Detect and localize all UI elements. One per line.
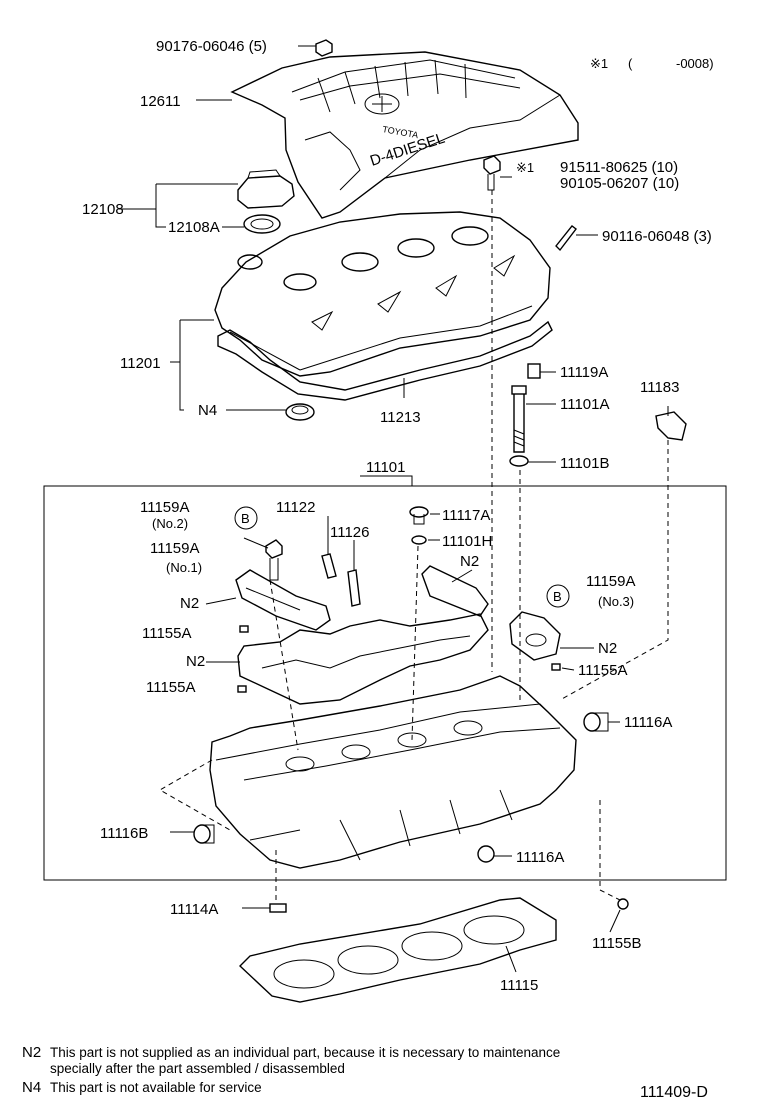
bolt-no1 (265, 539, 283, 581)
cylinder-head-cover (214, 211, 551, 377)
svg-text:B: B (553, 589, 562, 604)
hollow-pin-11126 (347, 569, 361, 607)
label-11159a-no2: 11159A (140, 499, 190, 516)
oil-filler-gasket (243, 214, 281, 234)
label-n2-top: N2 (460, 553, 479, 570)
label-n2-right: N2 (598, 640, 617, 657)
marker-b-left: B (234, 506, 258, 530)
note-n4-line1: This part is not available for service (50, 1080, 262, 1095)
label-11159a-no1: 11159A (150, 540, 200, 557)
bearing-cap-no1 (235, 569, 331, 631)
label-no1: (No.1) (166, 560, 202, 575)
label-12108: 12108 (82, 201, 124, 218)
label-11159a-no3: 11159A (586, 573, 636, 590)
assembly-frame (43, 485, 727, 881)
hollow-pin-11122 (321, 553, 337, 579)
plug-11116a-right (583, 712, 609, 732)
label-n2-left-1: N2 (180, 595, 199, 612)
label-11114a: 11114A (170, 901, 218, 918)
head-cover-gasket (217, 320, 553, 401)
label-11122: 11122 (276, 499, 316, 516)
label-n2-left-2: N2 (186, 653, 205, 670)
plug-11116b (193, 824, 215, 844)
label-11116b: 11116B (100, 825, 148, 842)
label-11119a: 11119A (560, 364, 608, 381)
label-12611: 12611 (140, 93, 181, 110)
label-11101b: 11101B (560, 455, 610, 472)
note-code-n2: N2 (22, 1044, 42, 1061)
header-note-range: -0008) (676, 56, 714, 71)
head-bolt-11101a (511, 385, 527, 453)
plug-seal (285, 403, 315, 421)
label-no3: (No.3) (598, 594, 634, 609)
pin-11155b (617, 898, 629, 910)
note-n2-line1: This part is not supplied as an individu… (50, 1045, 561, 1060)
engine-top-cover: TOYOTA D-4DIESEL (230, 51, 579, 219)
leader-lines (118, 45, 669, 973)
note-code-n4: N4 (22, 1079, 42, 1096)
label-90116-06048: 90116-06048 (3) (602, 228, 712, 245)
header-note-mark: ※1 (590, 56, 608, 71)
label-11183: 11183 (640, 379, 680, 396)
washer-11101b (509, 455, 529, 467)
label-11116a-right: 11116A (624, 714, 672, 731)
label-90105-06207: 90105-06207 (10) (560, 175, 679, 192)
pin-11114a (269, 903, 287, 913)
svg-text:B: B (241, 511, 250, 526)
label-n4: N4 (198, 402, 217, 419)
diagram-code: 111409-D (640, 1084, 708, 1101)
head-gasket (238, 897, 557, 1003)
note-n2-line2: specially after the part assembled / dis… (50, 1061, 345, 1076)
camshaft-housing (237, 613, 489, 705)
label-11115: 11115 (500, 977, 538, 994)
oil-filler-cap (237, 169, 295, 209)
label-11155a-2: 11155A (146, 679, 196, 696)
bearing-cap-n2 (421, 565, 489, 617)
label-91511-mark: ※1 (516, 160, 534, 175)
header-note-open: ( (628, 56, 633, 71)
label-no2: (No.2) (152, 516, 188, 531)
bolt-11117a (409, 506, 429, 525)
cylinder-head (209, 675, 577, 869)
label-11101a: 11101A (560, 396, 610, 413)
marker-b-right: B (546, 584, 570, 608)
sensor-11183 (655, 411, 687, 441)
cover-brand-text: TOYOTA (382, 124, 419, 140)
label-11155a-3: 11155A (578, 662, 628, 679)
pin-11119a (527, 363, 541, 379)
washer-11101h (411, 535, 427, 545)
small-pins (237, 625, 561, 693)
label-11116a-bottom: 11116A (516, 849, 564, 866)
label-91511-80625: 91511-80625 (10) (560, 159, 678, 176)
label-11126: 11126 (330, 524, 370, 541)
label-11101h: 11101H (442, 533, 492, 550)
label-11213: 11213 (380, 409, 421, 426)
bearing-cap-no3 (509, 611, 561, 661)
cover-bolt (483, 155, 501, 191)
label-11101: 11101 (366, 459, 406, 476)
label-11155a-1: 11155A (142, 625, 192, 642)
label-11155b: 11155B (592, 935, 642, 952)
cover-stud (555, 225, 577, 252)
cap-nut (315, 39, 333, 57)
plug-11116a-bottom (477, 845, 495, 863)
label-90176-06046: 90176-06046 (5) (156, 38, 267, 55)
label-11117a: 11117A (442, 507, 490, 524)
label-11201: 11201 (120, 355, 161, 372)
label-12108a: 12108A (168, 219, 220, 236)
